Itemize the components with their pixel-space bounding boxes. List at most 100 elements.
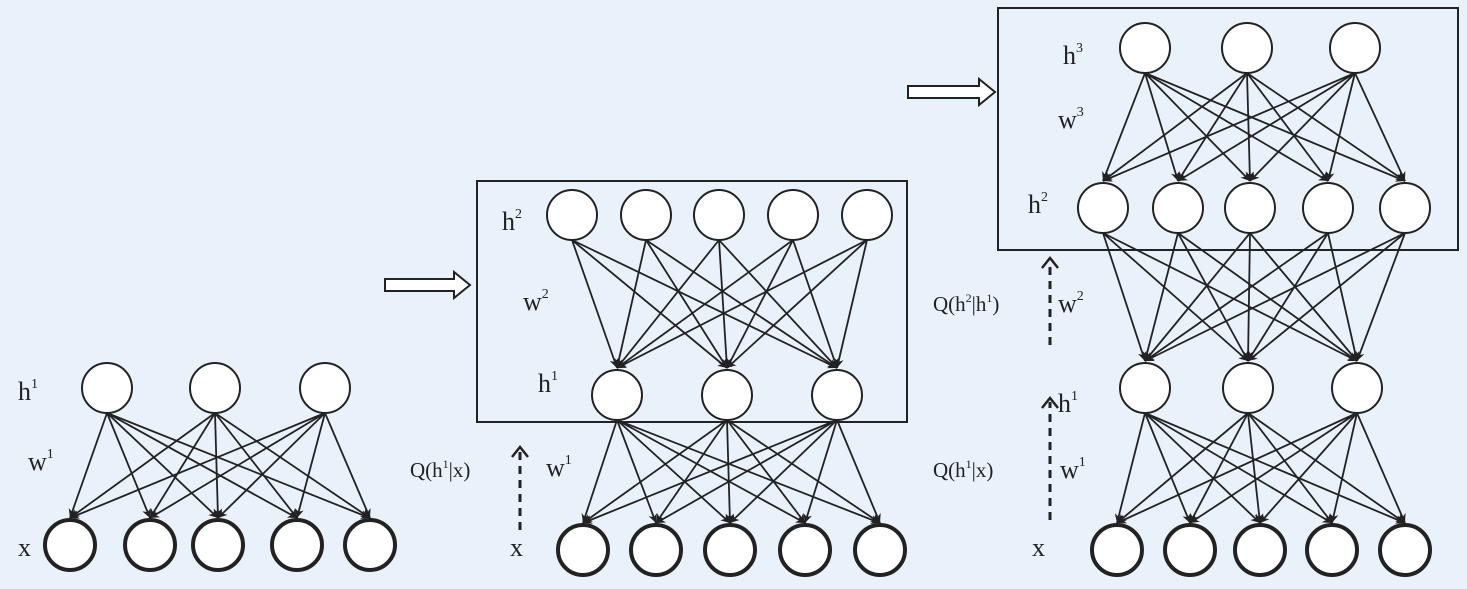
node-h1 <box>811 369 863 421</box>
node-h2 <box>1302 182 1354 234</box>
node-x <box>1233 523 1287 577</box>
weight-edge-h2-h1 <box>1144 232 1406 362</box>
node-x <box>343 518 397 572</box>
weight-edge-h1-x <box>69 412 216 519</box>
weight-edge-h3-h2 <box>1102 72 1356 182</box>
node-h1 <box>1222 362 1274 414</box>
weight-edge-h1-x <box>106 412 219 519</box>
weight-edge-h3-h2 <box>1249 72 1356 182</box>
weight-edge-h1-x <box>655 419 728 524</box>
label-h3-p3: h3 <box>1063 41 1083 70</box>
label-x-p1: x <box>18 533 31 562</box>
weight-edge-h1-x <box>214 412 371 519</box>
weight-edge-h3-h2 <box>1177 72 1356 182</box>
weight-edge-h2-h1 <box>1247 232 1329 362</box>
weight-edge-h3-h2 <box>1144 72 1251 182</box>
weight-edge-h1-x <box>836 419 881 524</box>
weight-edge-h2-h1 <box>1102 232 1147 362</box>
label-h2-p3: h2 <box>1028 190 1048 219</box>
weight-edge-h3-h2 <box>1144 72 1180 182</box>
weight-edge-h3-h2 <box>1354 72 1406 182</box>
weight-edge-h3-h2 <box>1246 72 1329 182</box>
weight-edge-h2-h1 <box>1144 232 1251 362</box>
weight-edge-h1-x <box>581 419 618 524</box>
weight-edge-h1-x <box>213 412 223 519</box>
node-x <box>43 518 97 572</box>
weight-edge-h2-h1 <box>1249 232 1358 362</box>
node-h1 <box>189 362 241 414</box>
node-x <box>556 523 610 577</box>
weight-edge-h2-h1 <box>616 239 868 369</box>
weight-edge-h1-x <box>655 419 838 524</box>
weight-edge-h3-h2 <box>1102 72 1248 182</box>
weight-edge-h2-h1 <box>726 239 794 369</box>
weight-edge-h2-h1 <box>1355 232 1406 362</box>
weight-edge-h1-x <box>214 412 298 519</box>
weight-edge-h3-h2 <box>1177 72 1248 182</box>
node-x <box>703 523 757 577</box>
weight-edge-h1-x <box>1189 412 1358 524</box>
label-q-h2-h1-p3: Q(h2|h1) <box>933 291 999 316</box>
weight-edge-h1-x <box>726 419 806 524</box>
arrow-head-icon <box>1041 395 1059 409</box>
node-h2 <box>1379 182 1431 234</box>
weight-edge-h2-h1 <box>1327 232 1360 362</box>
weight-edge-h1-x <box>616 419 658 524</box>
weight-edge-h2-h1 <box>571 239 619 369</box>
weight-edge-h2-h1 <box>1177 232 1249 362</box>
label-w1-p1: w1 <box>28 447 54 476</box>
node-x <box>191 518 245 572</box>
node-h2 <box>693 189 745 241</box>
rbm-box-layer-2 <box>476 180 908 423</box>
label-w3-p3: w3 <box>1058 105 1084 134</box>
weight-edge-h3-h2 <box>1102 72 1146 182</box>
weight-edge-h1-x <box>1329 412 1358 524</box>
weight-edge-h1-x <box>1116 412 1358 524</box>
node-h1 <box>591 369 643 421</box>
weight-edge-h3-h2 <box>1144 72 1406 182</box>
node-h2 <box>1077 182 1129 234</box>
weight-edge-h1-x <box>1259 412 1358 524</box>
node-h1 <box>81 362 133 414</box>
node-h1 <box>701 369 753 421</box>
weight-edge-h1-x <box>616 419 881 524</box>
label-x-p2: x <box>510 533 523 562</box>
weight-edge-h2-h1 <box>1247 232 1406 362</box>
arrow-head-icon <box>511 444 529 458</box>
node-h2 <box>1224 182 1276 234</box>
label-x-p3: x <box>1032 533 1045 562</box>
hollow-arrow-icon <box>384 269 472 301</box>
node-x <box>1378 523 1432 577</box>
node-x <box>629 523 683 577</box>
weight-edge-h2-h1 <box>1177 232 1358 362</box>
node-x <box>1305 523 1359 577</box>
weight-edge-h3-h2 <box>1144 72 1329 182</box>
label-w1-p2: w1 <box>546 453 572 482</box>
node-h2 <box>767 189 819 241</box>
weight-edge-h1-x <box>1247 412 1406 524</box>
weight-edge-h1-x <box>149 412 326 519</box>
node-x <box>1090 523 1144 577</box>
node-h1 <box>1119 362 1171 414</box>
weight-edge-h1-x <box>217 412 326 519</box>
node-x <box>1163 523 1217 577</box>
node-x <box>123 518 177 572</box>
weight-edge-h1-x <box>1116 412 1249 524</box>
label-w2-p2: w2 <box>523 287 549 316</box>
weight-edge-h1-x <box>106 412 151 519</box>
weight-edge-h1-x <box>69 412 326 519</box>
node-h3 <box>1221 22 1273 74</box>
weight-edge-h1-x <box>1144 412 1261 524</box>
node-h2 <box>1152 182 1204 234</box>
node-h2 <box>546 189 598 241</box>
weight-edge-h1-x <box>803 419 838 524</box>
weight-edge-h2-h1 <box>616 239 720 369</box>
weight-edge-h1-x <box>1144 412 1191 524</box>
weight-edge-h1-x <box>616 419 731 524</box>
label-h1-p3: h1 <box>1058 389 1078 418</box>
weight-edge-h1-x <box>149 412 216 519</box>
label-h1-p1: h1 <box>18 377 38 406</box>
weight-edge-h1-x <box>1114 412 1146 524</box>
